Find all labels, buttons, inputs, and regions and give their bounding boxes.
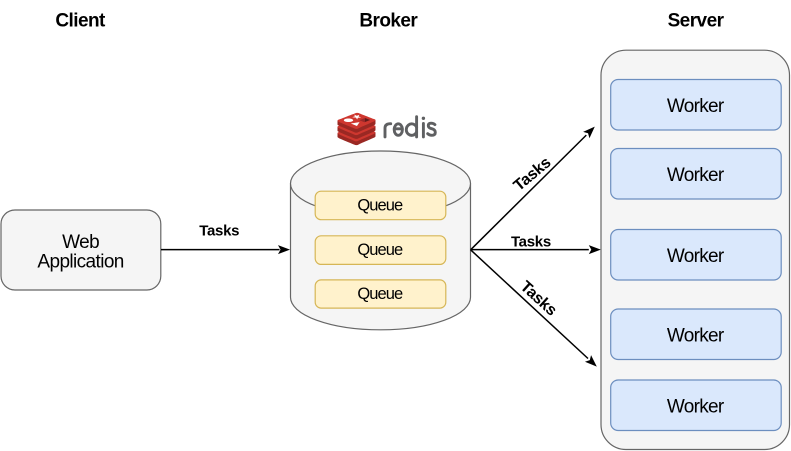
- svg-text:Worker: Worker: [667, 325, 725, 346]
- svg-text:Queue: Queue: [357, 197, 403, 215]
- svg-text:Worker: Worker: [667, 246, 725, 267]
- svg-text:Worker: Worker: [667, 396, 725, 417]
- svg-text:Client: Client: [55, 11, 106, 32]
- svg-text:Queue: Queue: [357, 285, 403, 303]
- svg-text:Tasks: Tasks: [199, 223, 239, 240]
- svg-text:Web: Web: [62, 232, 99, 253]
- svg-text:Application: Application: [37, 252, 123, 273]
- svg-text:Worker: Worker: [667, 165, 725, 186]
- svg-text:Worker: Worker: [667, 96, 725, 117]
- svg-text:Broker: Broker: [359, 11, 418, 32]
- svg-text:Server: Server: [668, 11, 725, 32]
- svg-text:Queue: Queue: [357, 241, 403, 259]
- svg-text:Tasks: Tasks: [511, 233, 551, 250]
